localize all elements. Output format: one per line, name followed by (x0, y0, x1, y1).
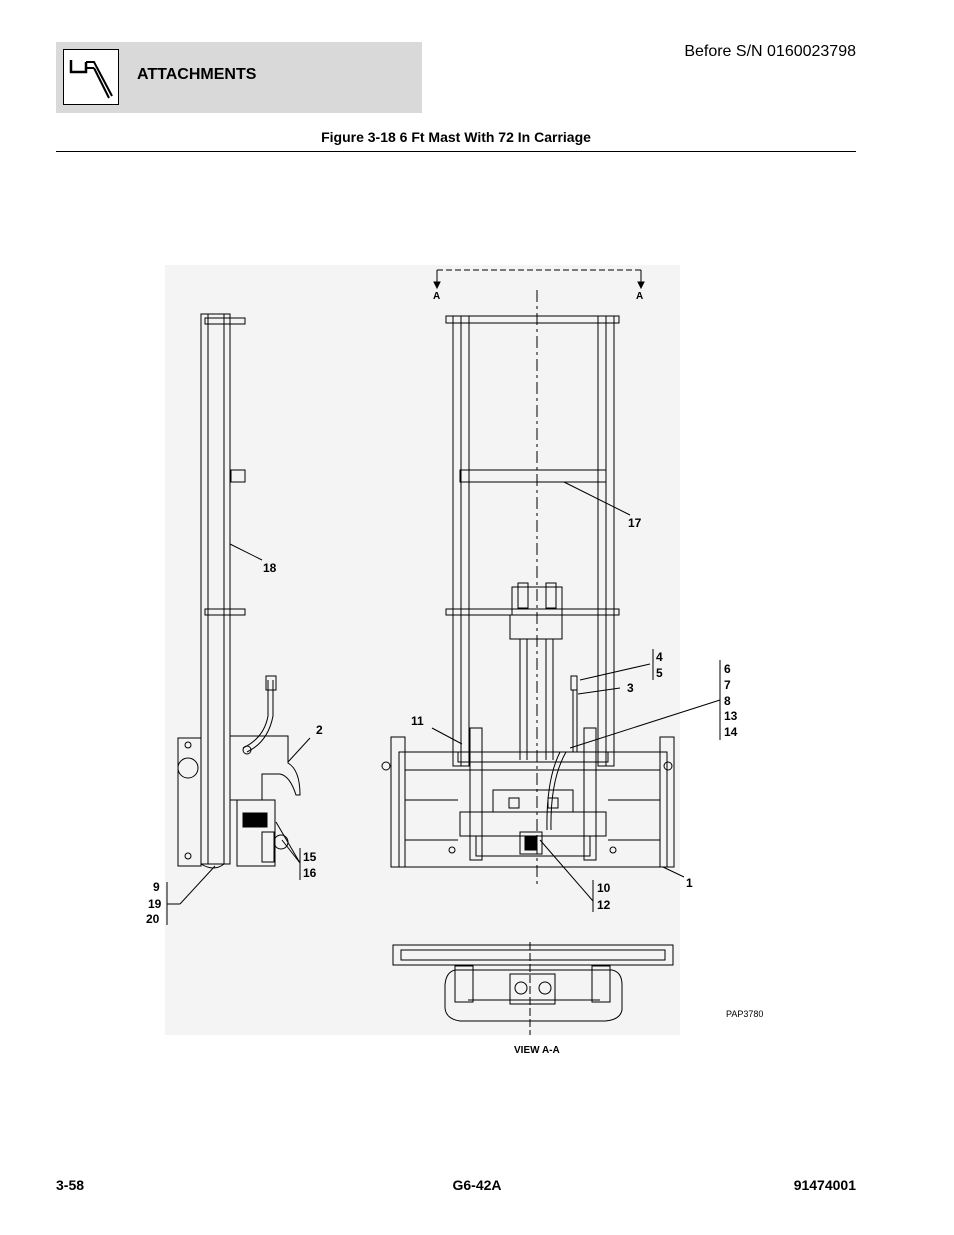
callout-13: 13 (724, 709, 738, 723)
callout-19: 19 (148, 897, 162, 911)
section-marker-right: A (636, 291, 643, 302)
header-rule (56, 151, 856, 152)
callout-11: 11 (411, 714, 424, 728)
callout-10: 10 (597, 881, 611, 895)
callout-8: 8 (724, 694, 731, 708)
model-number: G6-42A (452, 1177, 502, 1193)
page-number: 3-58 (56, 1177, 85, 1193)
wrench-icon (63, 49, 119, 105)
view-label: VIEW A-A (514, 1045, 560, 1056)
section-title: ATTACHMENTS (137, 66, 257, 83)
callout-17: 17 (628, 516, 642, 530)
section-marker-left: A (433, 291, 440, 302)
callout-2: 2 (316, 723, 323, 737)
callout-16: 16 (303, 866, 317, 880)
callout-7: 7 (724, 678, 731, 692)
callout-1: 1 (686, 876, 693, 890)
callout-4: 4 (656, 650, 663, 664)
callout-15: 15 (303, 850, 317, 864)
callout-18: 18 (263, 561, 277, 575)
callout-20: 20 (146, 912, 160, 926)
callout-6: 6 (724, 662, 731, 676)
callout-9: 9 (153, 880, 160, 894)
callout-14: 14 (724, 725, 738, 739)
callout-12: 12 (597, 898, 611, 912)
serial-note: Before S/N 0160023798 (684, 43, 856, 60)
drawing-id: PAP3780 (726, 1009, 763, 1019)
figure-title: Figure 3-18 6 Ft Mast With 72 In Carriag… (321, 129, 591, 145)
callout-3: 3 (627, 681, 634, 695)
doc-number: 91474001 (793, 1177, 856, 1193)
callout-5: 5 (656, 666, 663, 680)
